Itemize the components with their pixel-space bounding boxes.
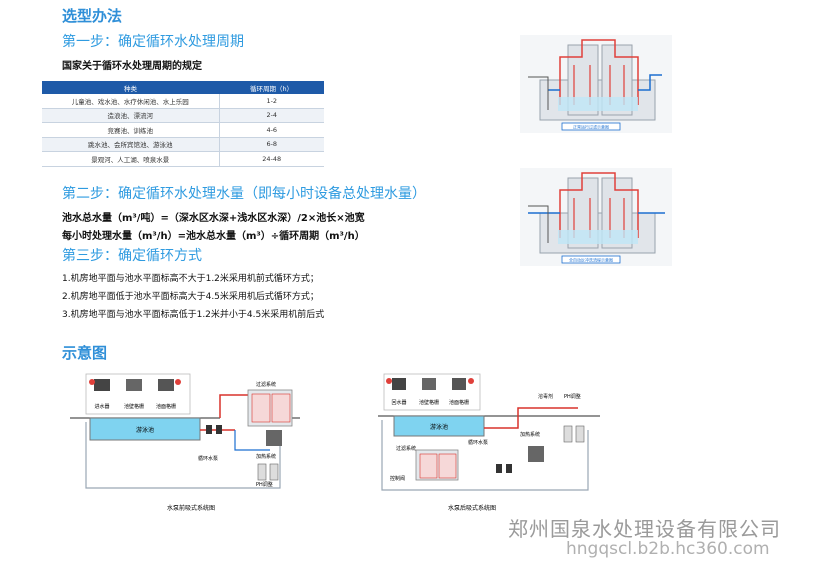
- formula-hourly-volume: 每小时处理水量（m³/h）=池水总水量（m³）÷循环周期（m³/h）: [62, 231, 365, 242]
- table-cell: 2-4: [218, 108, 324, 123]
- step3-item: 3.机房地平面与池水平面标高低于1.2米并小于4.5米采用机前后式: [62, 310, 325, 320]
- label-ph-adjust: PH调整: [256, 481, 273, 488]
- step3-heading: 第三步：确定循环方式: [62, 248, 202, 264]
- front-suction-diagram: 进水器 池壁格栅 池面格栅 游泳池 过滤系统 循环水泵 加热系统 PH调整 水泵…: [70, 373, 300, 512]
- pool-label: 游泳池: [136, 426, 154, 434]
- step2-heading: 第二步：确定循环水处理水量（即每小时设备总处理水量）: [62, 186, 426, 202]
- photo-top-caption: 正常运行过滤示意图: [573, 124, 609, 130]
- legend-surface-grille: 池面格栅: [449, 399, 469, 406]
- table-cell: 4-6: [218, 122, 324, 138]
- legend-surface-grille: 池面格栅: [156, 403, 176, 410]
- legend-icons: [89, 379, 181, 391]
- step3-item: 1.机房地平面与池水平面标高不大于1.2米采用机前式循环方式；: [62, 274, 319, 284]
- step3-item: 2.机房地平面低于池水平面标高大于4.5米采用机后式循环方式；: [62, 292, 319, 302]
- label-circulation-pump: 循环水泵: [468, 439, 488, 446]
- legend-icons: [386, 378, 474, 390]
- legend-wall-grille: 池壁格栅: [419, 399, 439, 406]
- legend-wall-grille: 池壁格栅: [124, 403, 144, 410]
- front-diagram-caption: 水泵前吸式系统图: [167, 504, 215, 512]
- watermark-company: 郑州国泉水处理设备有限公司: [508, 517, 781, 541]
- label-circulation-pump: 循环水泵: [198, 455, 218, 462]
- pool-label: 游泳池: [430, 423, 448, 431]
- table-cell: 24-48: [218, 151, 324, 167]
- table-cell: 1-2: [218, 94, 324, 109]
- label-ph-adjust: PH调整: [564, 393, 581, 400]
- table-cell: 跳水池、会所宾馆池、游泳池: [42, 137, 219, 152]
- filtration-photo-top: 正常运行过滤示意图: [520, 35, 672, 133]
- label-heating-system: 加热系统: [256, 453, 276, 460]
- legend-inlet: 进水器: [94, 403, 109, 410]
- legend-return: 回水器: [391, 399, 406, 406]
- table-cell: 造浪池、漂流河: [42, 108, 219, 123]
- table-cell: 6-8: [218, 137, 324, 152]
- rear-suction-diagram: 回水器 池壁格栅 池面格栅 游泳池 过滤系统 循环水泵 加热系统 溶毒剂 PH调…: [378, 373, 600, 512]
- table-cell: 景观河、人工湖、喷泉水景: [42, 151, 219, 167]
- table-cell: 竞赛池、训练池: [42, 122, 219, 138]
- label-control-valve: 控制阀: [390, 475, 405, 482]
- rear-diagram-caption: 水泵后吸式系统图: [448, 504, 496, 512]
- step1-subheading: 国家关于循环水处理周期的规定: [62, 61, 202, 72]
- label-filter-system: 过滤系统: [396, 445, 416, 452]
- photo-bottom-caption: 全自动反冲洗流程示意图: [569, 257, 613, 263]
- label-heating-system: 加热系统: [520, 431, 540, 438]
- filtration-photo-bottom: 全自动反冲洗流程示意图: [520, 168, 672, 266]
- label-disinfectant: 溶毒剂: [538, 393, 553, 400]
- label-filter-system: 过滤系统: [256, 381, 276, 388]
- formula-total-volume: 池水总水量（m³/吨）=（深水区水深+浅水区水深）/2×池长×池宽: [62, 213, 365, 224]
- table-header-type: 种类: [42, 81, 219, 94]
- table-header-cycle: 循环周期（h）: [219, 81, 324, 94]
- diagrams-title: 示意图: [62, 344, 108, 362]
- section-title: 选型办法: [62, 7, 123, 25]
- table-cell: 儿童池、戏水池、水疗休闲池、水上乐园: [42, 94, 219, 109]
- watermark-url: hngqscl.b2b.hc360.com: [566, 539, 770, 559]
- step1-heading: 第一步：确定循环水处理周期: [62, 34, 244, 50]
